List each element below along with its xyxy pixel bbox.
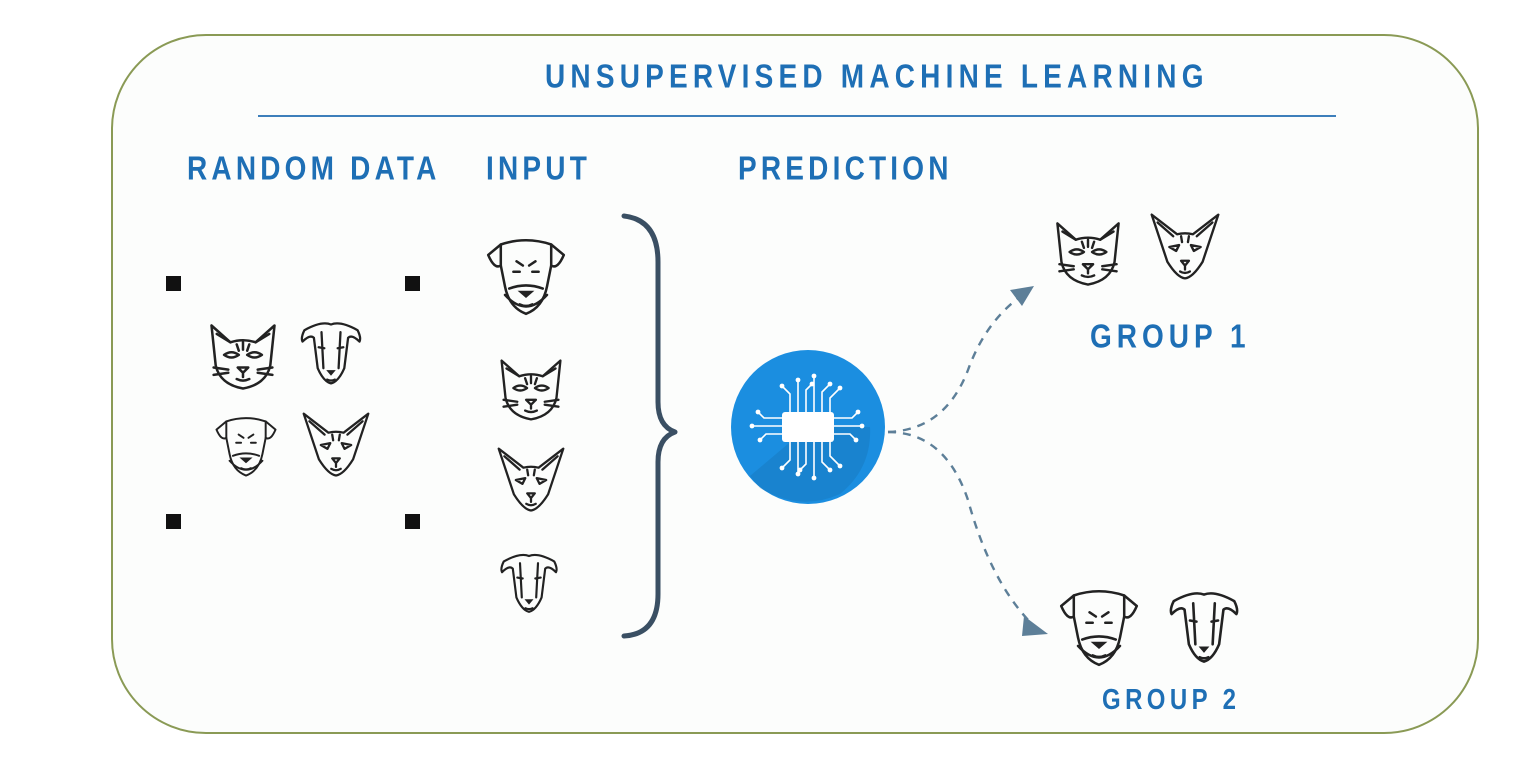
greyhound-face-icon: [300, 322, 362, 385]
cat-face-icon: [210, 324, 276, 390]
group-1-cat-face-icon: [1056, 222, 1120, 286]
input-sphynx-cat-face-icon: [497, 447, 565, 512]
title-divider: [258, 115, 1336, 117]
sphynx-cat-face-icon: [302, 412, 370, 477]
selection-handle-top-left: [166, 276, 181, 291]
arrow-to-group-2: [887, 430, 1031, 623]
terrier-face-icon: [215, 417, 277, 477]
input-greyhound-face-icon: [500, 553, 558, 613]
group-1-sphynx-cat-face-icon: [1150, 213, 1220, 280]
selection-handle-bottom-left: [166, 514, 181, 529]
input-cat-face-icon: [500, 359, 562, 421]
group-1-label: GROUP 1: [1090, 318, 1251, 355]
section-input-heading: INPUT: [486, 150, 591, 187]
group-2-terrier-face-icon: [1059, 590, 1139, 667]
group-2-label: GROUP 2: [1102, 684, 1241, 716]
arrow-head-group-1: [1010, 286, 1034, 306]
curly-brace: [621, 213, 678, 639]
arrow-to-group-1: [887, 293, 1025, 434]
section-random-data-heading: RANDOM DATA: [187, 150, 441, 187]
diagram-title: UNSUPERVISED MACHINE LEARNING: [545, 58, 1209, 95]
selection-handle-bottom-right: [405, 514, 420, 529]
selection-handle-top-right: [405, 276, 420, 291]
circuit-chip-icon: [731, 350, 885, 504]
input-terrier-face-icon: [486, 239, 566, 316]
arrow-head-group-2: [1022, 616, 1048, 636]
group-2-greyhound-face-icon: [1169, 592, 1239, 663]
section-prediction-heading: PREDICTION: [738, 150, 953, 187]
